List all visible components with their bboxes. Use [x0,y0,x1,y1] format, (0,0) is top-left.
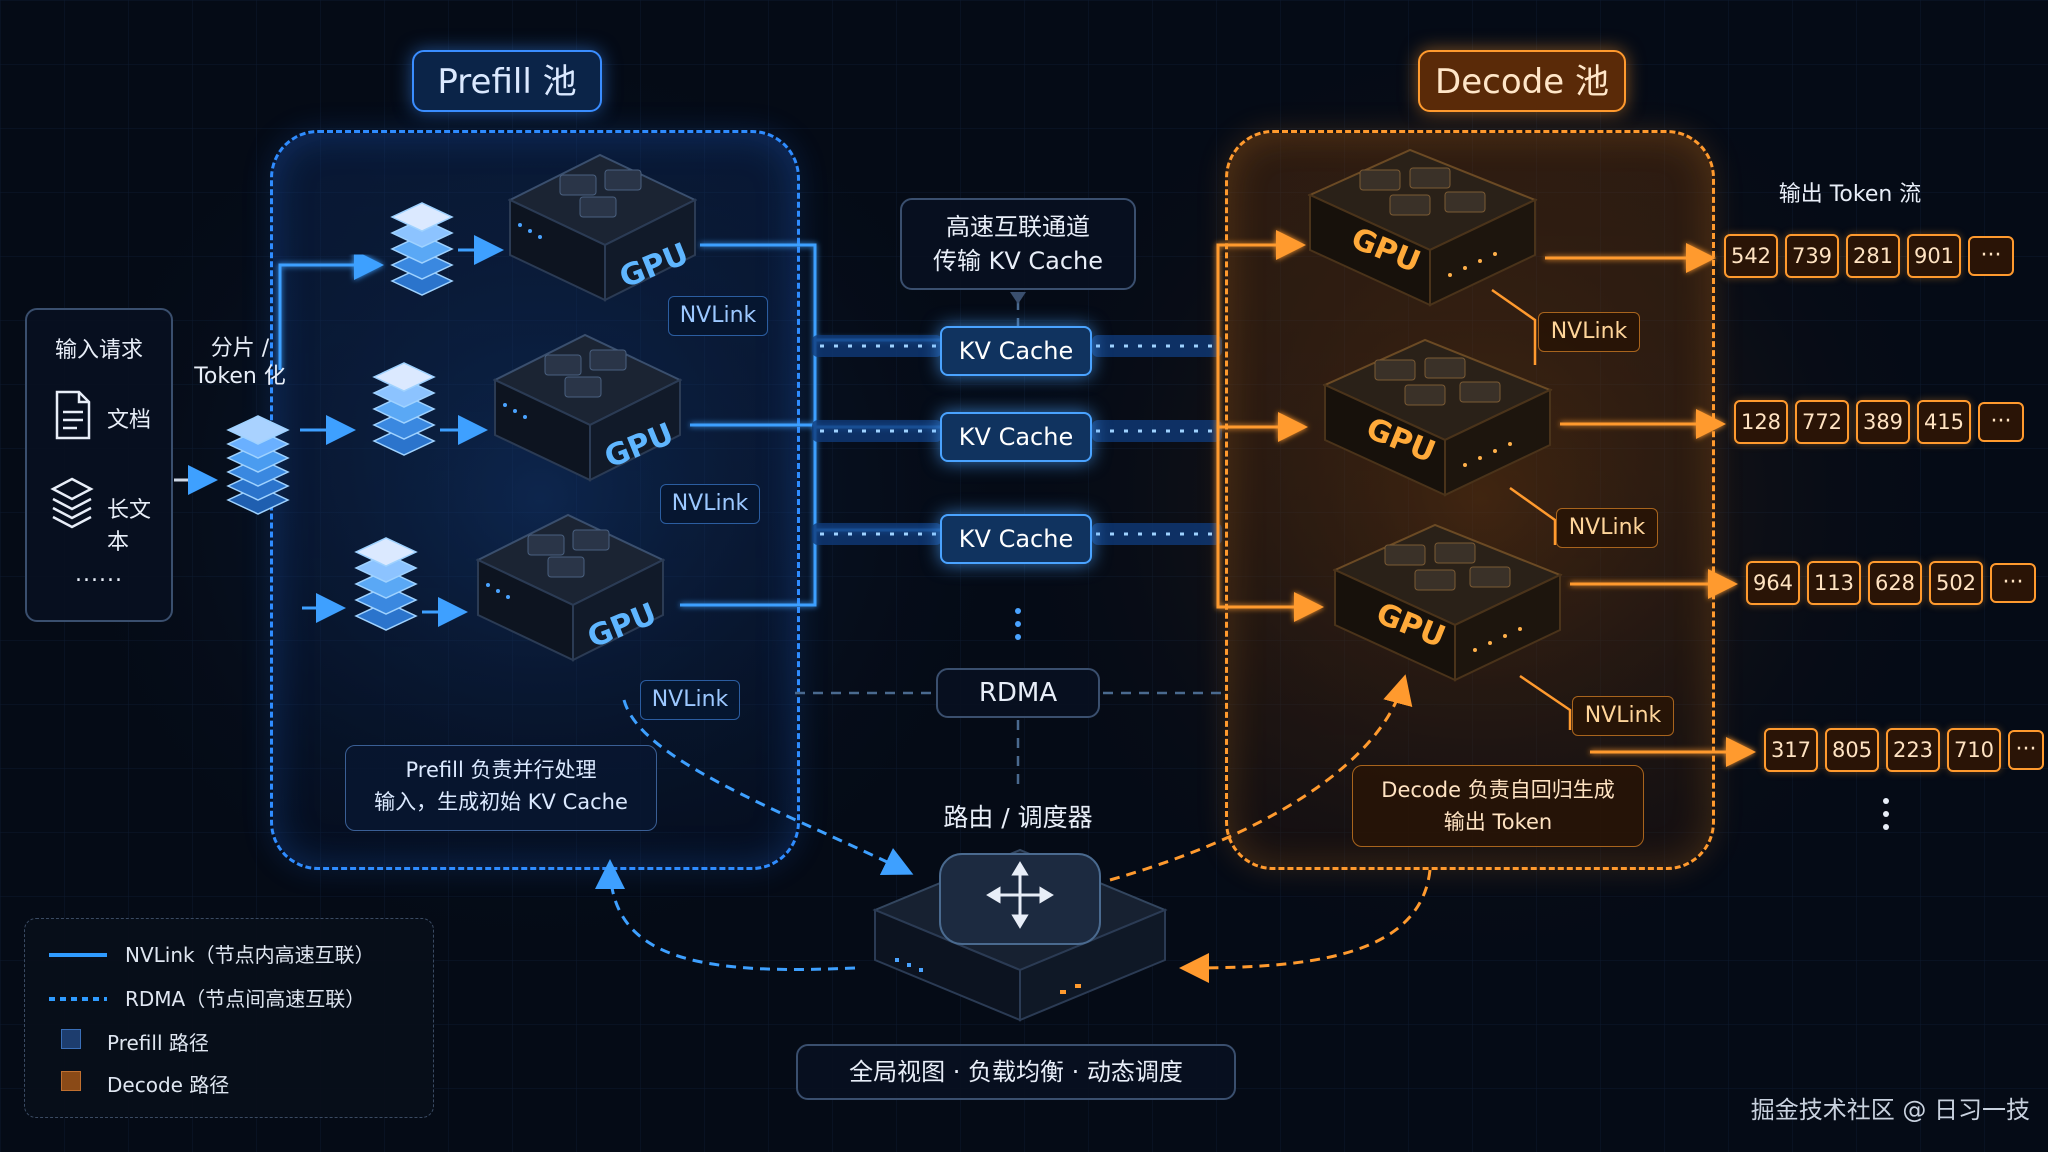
input-item-long-text: 长文本 [107,498,152,555]
prefill-data-stack-icon [372,362,436,456]
legend-swatch-prefill [61,1029,81,1049]
decode-nvlink-label: NVLink [1538,312,1640,352]
shard-label-line1: 分片 / [210,336,270,361]
decode-pool-title: Decode 池 [1418,50,1626,112]
kv-cache-box: KV Cache [940,412,1092,462]
token-chip: 710 [1947,728,2001,772]
prefill-gpu-server: GPU [507,153,698,302]
token-chip: 223 [1886,728,1940,772]
shard-label-line2: Token 化 [194,364,286,389]
token-chip: 128 [1734,400,1788,444]
document-icon [55,390,91,440]
legend-dashed-line [49,997,107,1001]
decode-nvlink-label: NVLink [1572,696,1674,736]
channel-pointer-icon [1010,292,1026,304]
token-chip: 964 [1746,561,1800,605]
prefill-data-stack-icon [390,202,454,296]
prefill-nvlink-label: NVLink [660,484,760,524]
prefill-nvlink-label: NVLink [668,296,768,336]
token-chip: 317 [1764,728,1818,772]
legend-swatch-decode [61,1071,81,1091]
token-chip: 805 [1825,728,1879,772]
prefill-pool-title: Prefill 池 [412,50,602,112]
decode-gpu-server: GPU [1332,523,1563,682]
router-title: 路由 / 调度器 [943,803,1093,832]
channel-label: 高速互联通道 传输 KV Cache [900,198,1136,290]
token-more: ··· [1968,236,2014,276]
input-more: ...... [75,562,123,587]
token-chip: 628 [1868,561,1922,605]
token-chip: 542 [1724,234,1778,278]
stacked-layers-icon [50,477,94,529]
prefill-data-stack-icon [354,537,418,631]
prefill-gpu-server: GPU [475,513,666,662]
kv-cache-box: KV Cache [940,514,1092,564]
prefill-nvlink-label: NVLink [640,680,740,720]
legend-panel: NVLink（节点内高速互联） RDMA（节点间高速互联） Prefill 路径… [24,918,434,1118]
token-more: ··· [1978,402,2024,442]
token-chip: 281 [1846,234,1900,278]
decode-gpu-server: GPU [1322,338,1553,497]
legend-solid-line [49,953,107,957]
input-request-title: 输入请求 [54,338,143,363]
token-row: 542 739 281 901 ··· [1724,234,2024,278]
token-chip: 502 [1929,561,1983,605]
token-chip: 901 [1907,234,1961,278]
router-caption: 全局视图 · 负载均衡 · 动态调度 [796,1044,1236,1100]
prefill-gpu-server: GPU [492,333,683,482]
token-shard-stack-icon [226,415,290,515]
token-more: ··· [1990,563,2036,603]
prefill-description-line1: Prefill 负责并行处理 [405,758,597,782]
token-row: 128 772 389 415 ··· [1734,400,2034,444]
watermark: 掘金技术社区 @ 日习一技 [1750,1096,2030,1124]
legend-label-prefill: Prefill 路径 [107,1031,209,1055]
decode-gpu-server: GPU [1307,148,1538,307]
router-device [872,848,1168,1022]
output-stream-title: 输出 Token 流 [1778,182,1922,207]
decode-description-line2: 输出 Token [1443,810,1553,834]
token-chip: 415 [1917,400,1971,444]
decode-description: Decode 负责自回归生成 输出 Token [1352,765,1644,847]
more-channels-dots [1015,608,1021,640]
legend-label-rdma: RDMA（节点间高速互联） [125,987,366,1011]
more-streams-dots [1883,798,1889,830]
token-more: ··· [2008,730,2044,770]
input-item-document: 文档 [107,408,152,433]
channel-label-line1: 高速互联通道 [946,213,1090,241]
prefill-description-line2: 输入，生成初始 KV Cache [374,790,628,814]
channel-label-line2: 传输 KV Cache [932,247,1104,275]
token-row: 317 805 223 710 ··· [1764,728,2044,772]
rdma-label: RDMA [936,668,1100,718]
token-chip: 113 [1807,561,1861,605]
prefill-description: Prefill 负责并行处理 输入，生成初始 KV Cache [345,745,657,831]
token-row: 964 113 628 502 ··· [1746,561,2042,605]
legend-label-decode: Decode 路径 [107,1073,230,1097]
legend-label-nvlink: NVLink（节点内高速互联） [125,943,375,967]
input-request-panel: 输入请求 文档 长文本 ...... [25,308,173,622]
token-chip: 772 [1795,400,1849,444]
kv-cache-box: KV Cache [940,326,1092,376]
decode-description-line1: Decode 负责自回归生成 [1381,778,1615,802]
token-chip: 389 [1856,400,1910,444]
decode-nvlink-label: NVLink [1556,508,1658,548]
token-chip: 739 [1785,234,1839,278]
